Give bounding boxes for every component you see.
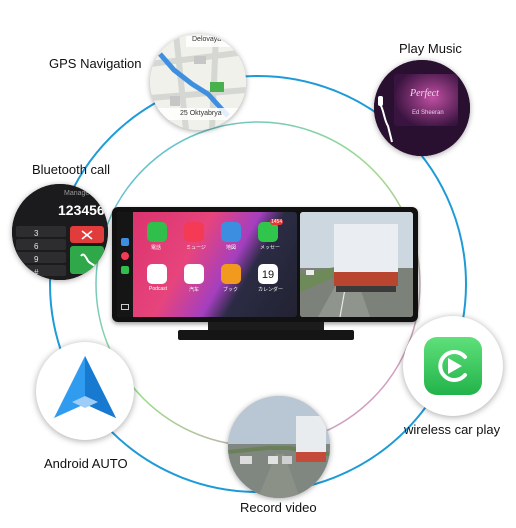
calendar-app-icon: 19 (258, 264, 278, 284)
record-video-label: Record video (240, 500, 317, 515)
app-maps[interactable]: 地図 (217, 222, 254, 264)
app-grid: 電話 ミュージ 地図 1454 メッセー Podcast 汽车 (143, 219, 291, 312)
app-caption: 電話 (151, 245, 162, 251)
android-auto-thumbnail (36, 342, 134, 440)
album-title: Perfect (410, 88, 439, 99)
carplay-label: wireless car play (404, 422, 501, 437)
sidebar-phone-icon[interactable] (121, 266, 129, 274)
dashcam-recording-icon (228, 396, 330, 498)
podcast-app-icon (147, 264, 167, 284)
car-app-icon (184, 264, 204, 284)
app-caption: Podcast (149, 286, 168, 292)
map-street-top: Delovaya (192, 36, 222, 43)
app-car[interactable]: 汽车 (180, 264, 217, 306)
road-scene-image (300, 212, 413, 317)
mount-neck (208, 322, 324, 330)
gps-navigation-thumbnail: Delovaya 25 Oktyabrya (150, 34, 246, 130)
mount-base (178, 330, 354, 340)
sidebar-music-icon[interactable] (121, 252, 129, 260)
map-navigation-icon (150, 34, 246, 130)
car-display-device: 電話 ミュージ 地図 1454 メッセー Podcast 汽车 (112, 207, 418, 322)
bluetooth-call-thumbnail: Manage 123456 3 6 9 # (12, 184, 108, 280)
record-video-thumbnail (228, 396, 330, 498)
device-mount (178, 322, 354, 342)
phone-app-icon (147, 222, 167, 242)
app-caption: カレンダー (258, 287, 284, 293)
dial-keys: 3 6 9 # (34, 227, 38, 279)
gps-navigation-label: GPS Navigation (49, 56, 142, 71)
books-app-icon (221, 264, 241, 284)
app-caption: ブック (223, 287, 239, 293)
app-calendar[interactable]: 19 カレンダー (254, 264, 291, 306)
dialed-number: 123456 (58, 202, 105, 218)
music-app-icon (184, 222, 204, 242)
app-caption: 地図 (226, 245, 237, 251)
dial-key: 9 (34, 255, 39, 264)
phone-dialer-icon (12, 184, 108, 280)
page-dots (213, 311, 226, 317)
android-auto-icon (54, 356, 116, 418)
carplay-icon (424, 337, 482, 395)
dashcam-screen (300, 212, 413, 317)
bluetooth-call-label: Bluetooth call (32, 162, 111, 177)
carplay-screen: 電話 ミュージ 地図 1454 メッセー Podcast 汽车 (117, 212, 297, 317)
messages-badge: 1454 (270, 219, 284, 225)
app-caption: ミュージ (186, 245, 206, 251)
app-music[interactable]: ミュージ (180, 222, 217, 264)
messages-app-icon (258, 222, 278, 242)
music-player-icon (374, 60, 470, 156)
dial-key: 3 (34, 229, 39, 238)
app-caption: メッセー (260, 245, 281, 251)
map-street-bottom: 25 Oktyabrya (180, 110, 222, 117)
carplay-thumbnail (403, 316, 503, 416)
play-music-label: Play Music (399, 41, 462, 56)
play-music-thumbnail: Perfect Ed Sheeran (374, 60, 470, 156)
app-caption: 汽车 (189, 287, 200, 293)
dial-key: 6 (34, 242, 39, 251)
app-podcast[interactable]: Podcast (143, 264, 180, 306)
maps-app-icon (221, 222, 241, 242)
app-books[interactable]: ブック (217, 264, 254, 306)
sidebar-maps-icon[interactable] (121, 238, 129, 246)
carplay-sidebar (117, 212, 133, 317)
android-auto-label: Android AUTO (44, 456, 128, 471)
manage-text: Manage (64, 190, 90, 197)
app-phone[interactable]: 電話 (143, 222, 180, 264)
sidebar-grid-icon[interactable] (121, 304, 129, 310)
dial-key: # (34, 268, 39, 277)
album-subtitle: Ed Sheeran (412, 110, 444, 116)
app-messages[interactable]: 1454 メッセー (254, 219, 291, 264)
